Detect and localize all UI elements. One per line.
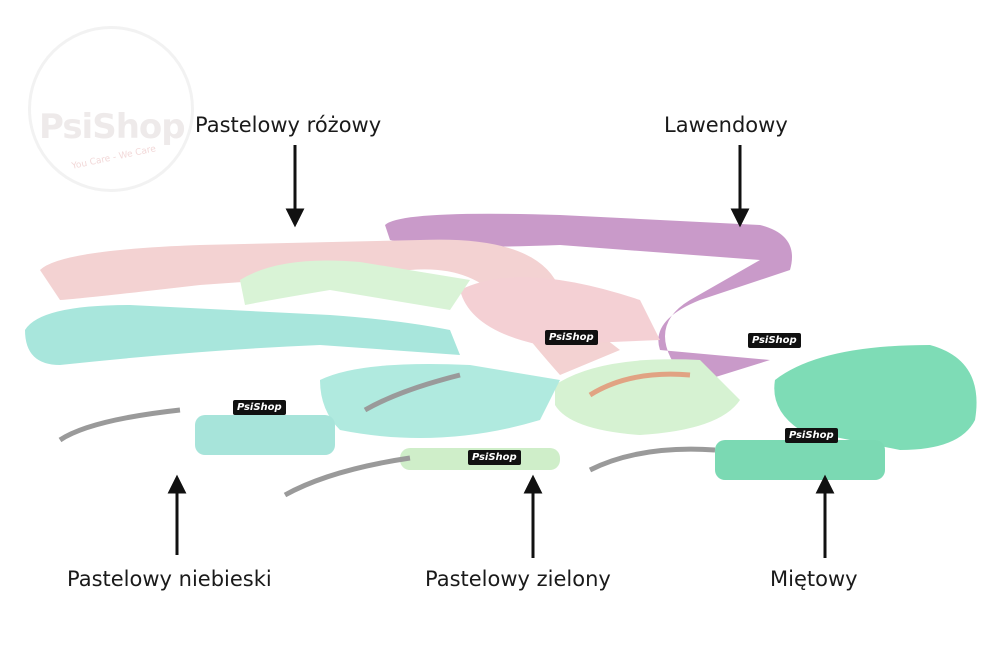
- lavender-leash: [385, 213, 792, 385]
- brand-tag: PsiShop: [233, 400, 286, 415]
- leash-clips: [58, 371, 716, 498]
- label-mint: Miętowy: [770, 567, 858, 591]
- mint-leash: [774, 345, 977, 450]
- label-lavender: Lawendowy: [664, 113, 788, 137]
- green-leash: [240, 260, 470, 310]
- mint-handle: [715, 440, 885, 480]
- brand-tag: PsiShop: [785, 428, 838, 443]
- label-green: Pastelowy zielony: [425, 567, 611, 591]
- blue-leash: [25, 305, 460, 365]
- psishop-logo-watermark: PsiShop You Care - We Care: [28, 26, 194, 192]
- label-blue: Pastelowy niebieski: [67, 567, 272, 591]
- brand-tag: PsiShop: [748, 333, 801, 348]
- brand-tag: PsiShop: [545, 330, 598, 345]
- pink-leash: [40, 239, 620, 375]
- arrows: [167, 145, 835, 558]
- label-pink: Pastelowy różowy: [195, 113, 382, 137]
- logo-brand: PsiShop: [39, 107, 186, 147]
- brand-tag: PsiShop: [468, 450, 521, 465]
- blue-handle: [195, 415, 335, 455]
